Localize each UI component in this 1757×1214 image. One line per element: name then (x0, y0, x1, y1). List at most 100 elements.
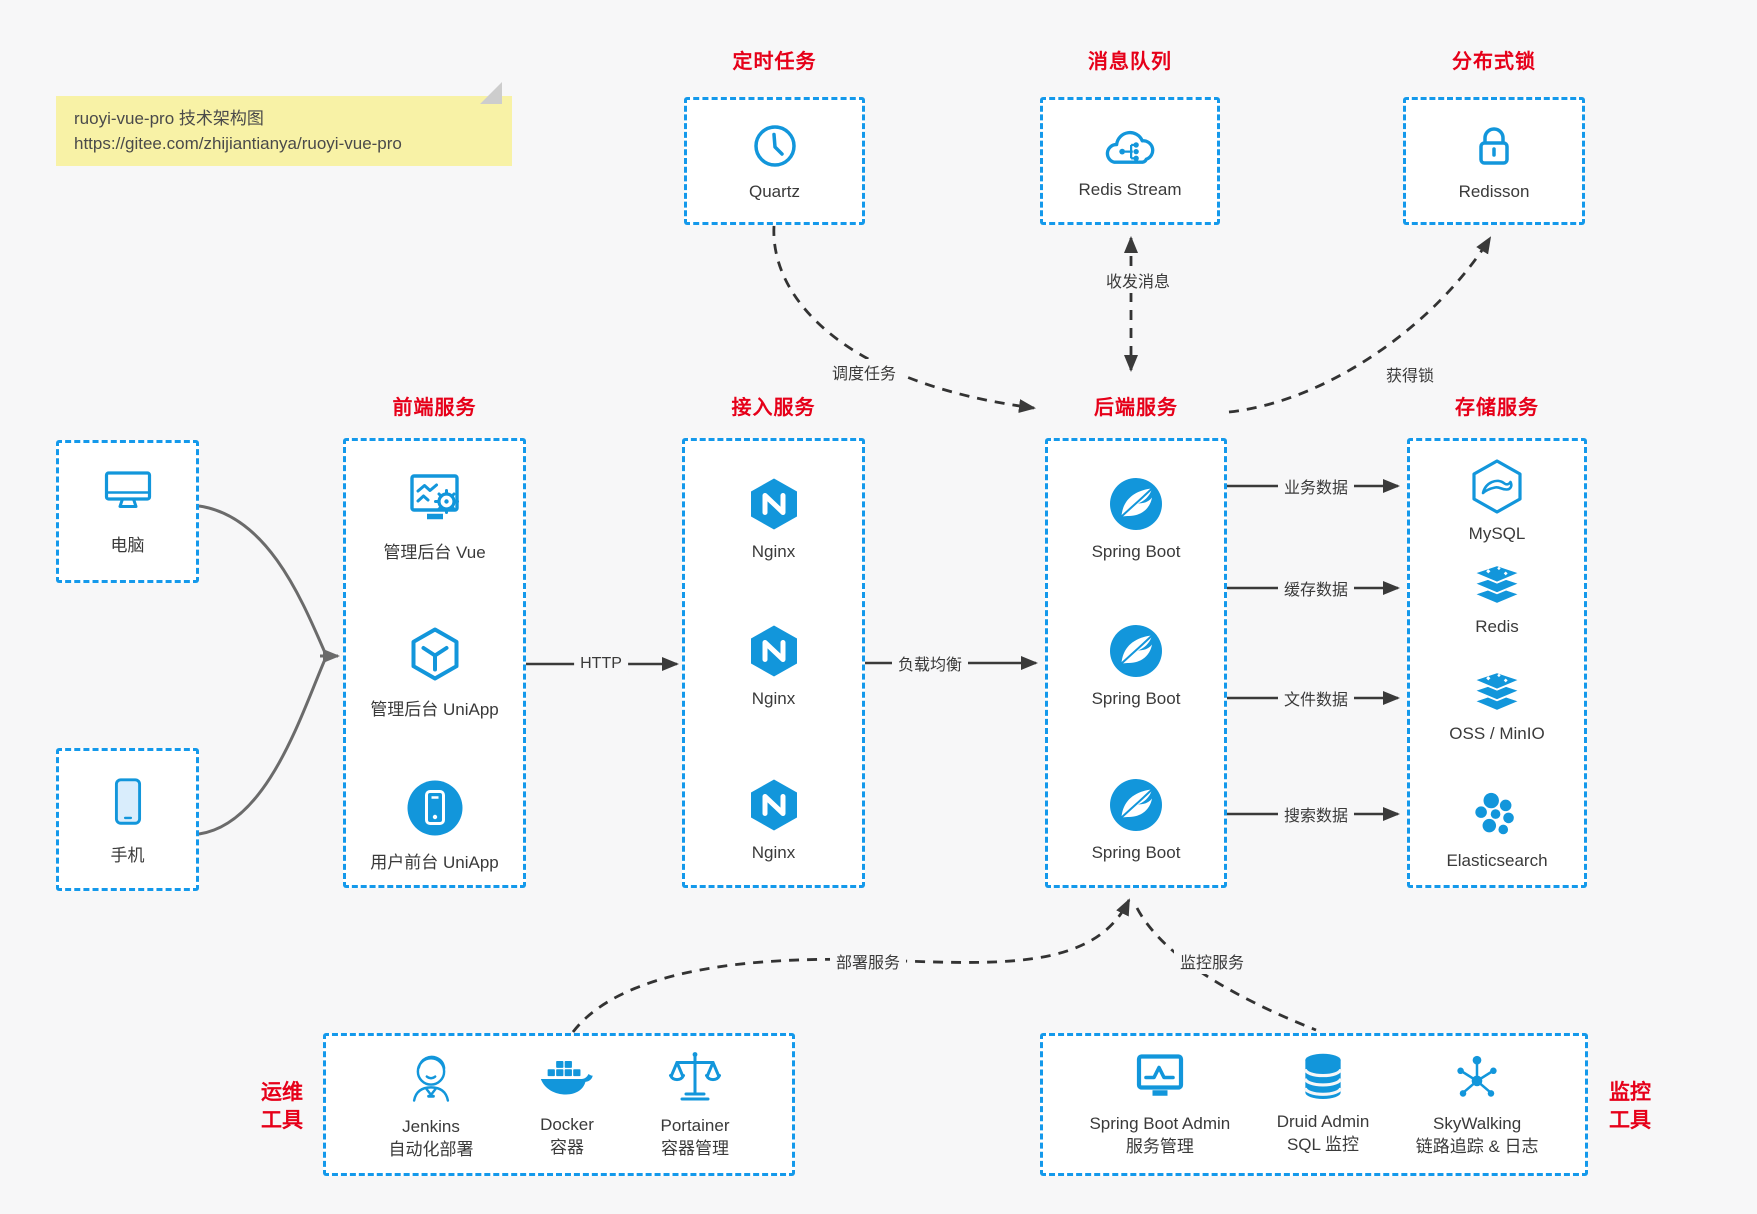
storage-item-oss: OSS / MinIO (1410, 670, 1584, 744)
item-label: Druid Admin SQL 监控 (1277, 1110, 1370, 1156)
nginx-icon (750, 625, 797, 677)
gateway-item-nginx-3: Nginx (685, 776, 862, 863)
spring-boot-icon (1110, 625, 1162, 677)
tool-name: Jenkins (402, 1117, 460, 1136)
tool-name: SkyWalking (1433, 1114, 1522, 1133)
item-label: Nginx (751, 843, 796, 862)
side-title-monitoring: 监控 工具 (1598, 1079, 1662, 1135)
elasticsearch-icon (1475, 792, 1514, 835)
side-title-line: 运维 (261, 1081, 303, 1104)
side-title-line: 工具 (261, 1109, 303, 1132)
devops-item-portainer: Portainer 容器管理 (661, 1049, 730, 1160)
item-label: Redis (1475, 617, 1519, 636)
item-label: Portainer 容器管理 (661, 1114, 730, 1160)
group-title-storage: 存储服务 (1455, 397, 1539, 419)
gateway-item-nginx-1: Nginx (685, 475, 862, 562)
item-label: Spring Boot (1091, 542, 1181, 561)
arrow-schedule (772, 225, 1036, 414)
monitoring-item-sba: Spring Boot Admin 服务管理 (1089, 1051, 1230, 1158)
edge-label-messaging: 收发消息 (1099, 267, 1177, 293)
edge-label-cache-data: 缓存数据 (1277, 575, 1355, 601)
tool-role: 服务管理 (1125, 1137, 1194, 1156)
spring-boot-icon (1110, 779, 1162, 831)
monitoring-item-skywalking: SkyWalking 链路追踪 & 日志 (1416, 1051, 1539, 1158)
tool-name: Spring Boot Admin (1089, 1114, 1231, 1133)
item-label: Redisson (1458, 181, 1530, 201)
storage-item-mysql: MySQL (1410, 457, 1584, 544)
dashed-arrows (571, 225, 1492, 1033)
item-label: Redis Stream (1078, 180, 1182, 199)
group-title-distributed-lock: 分布式锁 (1452, 51, 1536, 73)
box-client-phone: 手机 (56, 748, 199, 891)
item-label: Spring Boot (1091, 689, 1181, 708)
devops-item-jenkins: Jenkins 自动化部署 (389, 1048, 474, 1161)
arrow-clients-to-frontend (198, 504, 340, 836)
admin-vue-icon (409, 474, 459, 520)
uniapp-cube-icon (411, 627, 458, 681)
tool-role: SQL 监控 (1286, 1135, 1360, 1154)
note-url: https://gitee.com/zhijiantianya/ruoyi-vu… (74, 134, 402, 153)
frontend-item-admin-uniapp: 管理后台 UniApp (346, 624, 523, 720)
jenkins-icon (412, 1055, 450, 1102)
druid-icon (1303, 1053, 1343, 1099)
group-title-frontend: 前端服务 (392, 397, 477, 419)
frontend-item-admin-vue: 管理后台 Vue (346, 471, 523, 563)
sticky-note: ruoyi-vue-pro 技术架构图 https://gitee.com/zh… (56, 82, 512, 166)
edge-label-load-balance: 负载均衡 (891, 650, 969, 676)
note-title: ruoyi-vue-pro 技术架构图 (74, 109, 264, 128)
edge-label-file-data: 文件数据 (1277, 685, 1355, 711)
item-label: Jenkins 自动化部署 (389, 1115, 474, 1161)
frontend-item-user-uniapp: 用户前台 UniApp (346, 777, 523, 873)
item-label: Quartz (748, 181, 801, 201)
cloud-stream-icon (1105, 130, 1155, 164)
tool-role: 链路追踪 & 日志 (1415, 1137, 1539, 1156)
backend-item-spring-1: Spring Boot (1048, 475, 1224, 562)
edge-label-business-data: 业务数据 (1277, 473, 1355, 499)
portainer-icon (668, 1052, 721, 1101)
tool-role: 自动化部署 (388, 1140, 474, 1159)
box-storage: MySQL Redis (1407, 438, 1587, 888)
spring-boot-admin-icon (1136, 1054, 1183, 1096)
item-label: Nginx (751, 542, 796, 561)
side-title-line: 监控 (1609, 1081, 1651, 1104)
side-title-line: 工具 (1609, 1109, 1651, 1132)
item-label: Spring Boot Admin 服务管理 (1089, 1112, 1230, 1158)
item-label: MySQL (1468, 524, 1526, 543)
box-monitoring: Spring Boot Admin 服务管理 Druid Admin SQL 监… (1040, 1033, 1588, 1176)
box-gateway: Nginx Nginx Nginx (682, 438, 865, 888)
tool-role: 容器管理 (660, 1139, 729, 1158)
redis-icon (1472, 564, 1522, 605)
item-label: SkyWalking 链路追踪 & 日志 (1416, 1112, 1539, 1158)
group-title-scheduled-task: 定时任务 (732, 51, 817, 73)
item-label: Spring Boot (1091, 843, 1181, 862)
item-label: 用户前台 UniApp (370, 853, 499, 872)
nginx-icon (750, 478, 797, 530)
item-label: 手机 (110, 845, 145, 865)
edge-label-deploy: 部署服务 (829, 948, 907, 974)
mysql-icon (1472, 459, 1522, 514)
box-message-queue: Redis Stream (1040, 97, 1220, 225)
item-label: Docker 容器 (540, 1113, 594, 1159)
item-label: 电脑 (110, 535, 145, 555)
clock-icon (753, 124, 796, 167)
lock-icon (1479, 126, 1509, 165)
arrow-monitor (1135, 907, 1317, 1032)
arrow-acquire-lock (1228, 236, 1492, 414)
box-backend: Spring Boot Spring Boot Spring Boot (1045, 438, 1227, 888)
tool-name: Druid Admin (1276, 1112, 1370, 1131)
group-title-backend: 后端服务 (1094, 397, 1178, 419)
user-app-icon (407, 780, 462, 836)
item-label: Elasticsearch (1446, 851, 1548, 870)
note-fold-corner (480, 82, 502, 104)
devops-item-docker: Docker 容器 (536, 1050, 598, 1159)
item-label: Nginx (751, 689, 796, 708)
item-label: OSS / MinIO (1449, 724, 1545, 743)
edge-label-acquire-lock: 获得锁 (1379, 361, 1441, 387)
item-label: 管理后台 Vue (383, 543, 486, 562)
edge-label-search-data: 搜索数据 (1277, 801, 1355, 827)
backend-item-spring-2: Spring Boot (1048, 622, 1224, 709)
desktop-icon (104, 470, 151, 508)
monitoring-item-druid: Druid Admin SQL 监控 (1277, 1053, 1370, 1156)
spring-boot-icon (1110, 478, 1162, 530)
